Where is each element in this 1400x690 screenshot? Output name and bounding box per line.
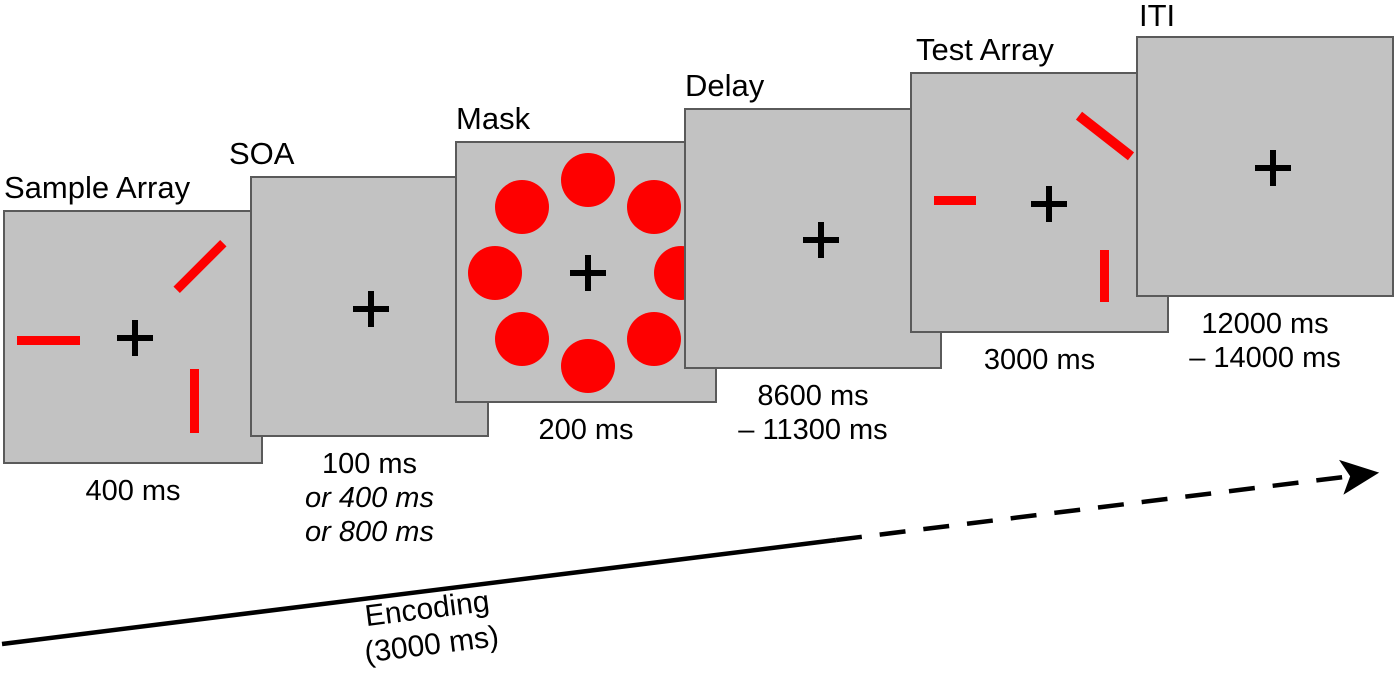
duration-line: – 14000 ms (1189, 342, 1341, 375)
duration-line: 200 ms (538, 414, 634, 446)
timeline-dashed-segment (835, 459, 1380, 543)
mask-circle (495, 312, 549, 366)
mask-circle (627, 180, 681, 234)
panel-label-iti: ITI (1139, 0, 1176, 33)
fixation-cross (570, 255, 606, 291)
duration-line: or 400 ms (305, 482, 434, 515)
panel-label-delay: Delay (685, 68, 765, 103)
panel-soa (250, 176, 489, 437)
panel-duration-iti: 12000 ms – 14000 ms (1136, 307, 1394, 375)
panel-label-soa: SOA (229, 136, 295, 171)
mask-circle (468, 246, 522, 300)
mask-circle (627, 312, 681, 366)
panel-duration-test-array: 3000 ms (910, 343, 1169, 377)
duration-line: 400 ms (85, 475, 181, 507)
duration-line: or 800 ms (305, 516, 434, 549)
panel-sample-array (3, 210, 263, 464)
stimulus-bar-diagonal (1075, 111, 1135, 161)
panel-duration-delay: 8600 ms – 11300 ms (684, 379, 942, 447)
mask-circle (495, 180, 549, 234)
fixation-cross (1255, 150, 1291, 186)
mask-circle (561, 339, 615, 393)
duration-line: 8600 ms (757, 380, 869, 412)
panel-label-sample-array: Sample Array (4, 170, 191, 205)
panel-test-array (910, 72, 1169, 333)
timeline-caption: Encoding (3000 ms) (358, 583, 501, 671)
panel-label-test-array: Test Array (916, 32, 1054, 67)
panel-label-mask: Mask (456, 101, 531, 136)
fixation-cross (353, 291, 389, 327)
duration-line: 12000 ms (1201, 308, 1329, 340)
stimulus-bar-vertical (190, 369, 199, 433)
duration-line: – 11300 ms (738, 414, 888, 447)
fixation-cross (1031, 186, 1067, 222)
panel-mask (455, 141, 717, 403)
panel-duration-mask: 200 ms (455, 413, 717, 447)
stimulus-bar-horizontal (934, 196, 976, 205)
stimulus-bar-diagonal (173, 239, 227, 294)
fixation-cross (803, 222, 839, 258)
fixation-cross (117, 320, 153, 356)
panel-delay (684, 108, 942, 369)
stimulus-bar-horizontal (17, 336, 80, 345)
mask-circle (561, 153, 615, 207)
panel-iti (1136, 36, 1394, 297)
duration-line: 100 ms (321, 448, 418, 480)
panel-duration-soa: 100 ms or 400 ms or 800 ms (250, 447, 489, 550)
duration-line: 3000 ms (983, 344, 1096, 376)
stimulus-bar-vertical (1100, 250, 1109, 302)
panel-duration-sample-array: 400 ms (3, 474, 263, 508)
